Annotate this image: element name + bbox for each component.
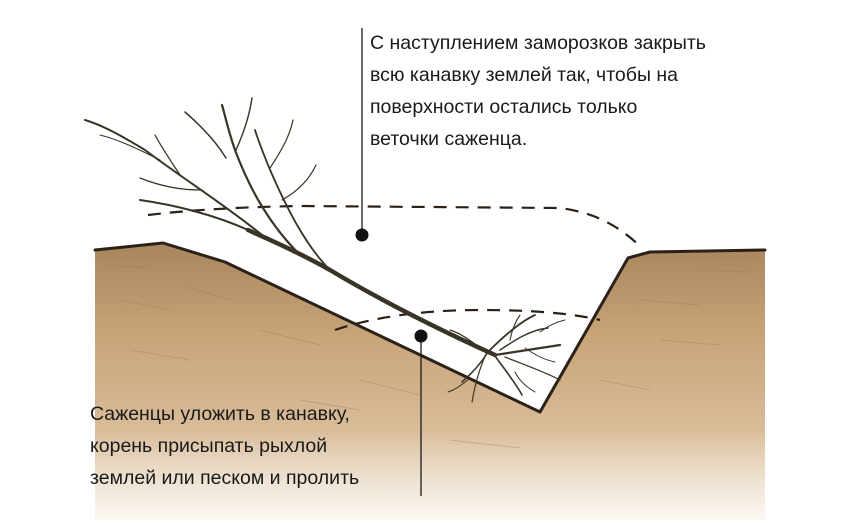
sapling <box>84 97 498 358</box>
sapling-branch <box>184 111 227 159</box>
planting-caption: Саженцы уложить в канавку, корень присып… <box>90 398 359 494</box>
sapling-branch <box>254 129 331 271</box>
sapling-branch <box>235 97 253 151</box>
sapling-roots <box>447 314 566 403</box>
sapling-branch <box>154 134 181 176</box>
caption-line: поверхности остались только <box>370 96 638 118</box>
trench-outline <box>93 241 767 414</box>
caption-line: веточки саженца. <box>370 128 528 150</box>
bottom-callout-dot <box>414 329 428 343</box>
sapling-trunk <box>245 227 498 358</box>
soil-bottom-fade <box>95 430 765 523</box>
sapling-branch <box>99 134 161 161</box>
final-soil-level-dashed-line <box>147 204 643 249</box>
sapling-branch <box>139 177 201 191</box>
winter-covering-caption: С наступлением заморозков закрыть всю ка… <box>370 27 706 155</box>
caption-line: всю канавку землей так, чтобы на <box>370 64 678 86</box>
sapling-branch <box>84 119 263 236</box>
sapling-branch <box>269 119 294 169</box>
root-covering-dashed-line <box>334 308 601 332</box>
sapling-branch <box>281 164 317 201</box>
sapling-branch <box>220 103 302 257</box>
top-callout-dot <box>355 228 369 242</box>
caption-line: Саженцы уложить в канавку, <box>90 403 350 425</box>
caption-line: С наступлением заморозков закрыть <box>370 32 706 54</box>
sapling-branch <box>139 199 249 231</box>
caption-line: корень присыпать рыхлой <box>90 435 328 457</box>
caption-line: землей или песком и пролить <box>90 467 360 489</box>
soil-texture <box>109 264 751 449</box>
